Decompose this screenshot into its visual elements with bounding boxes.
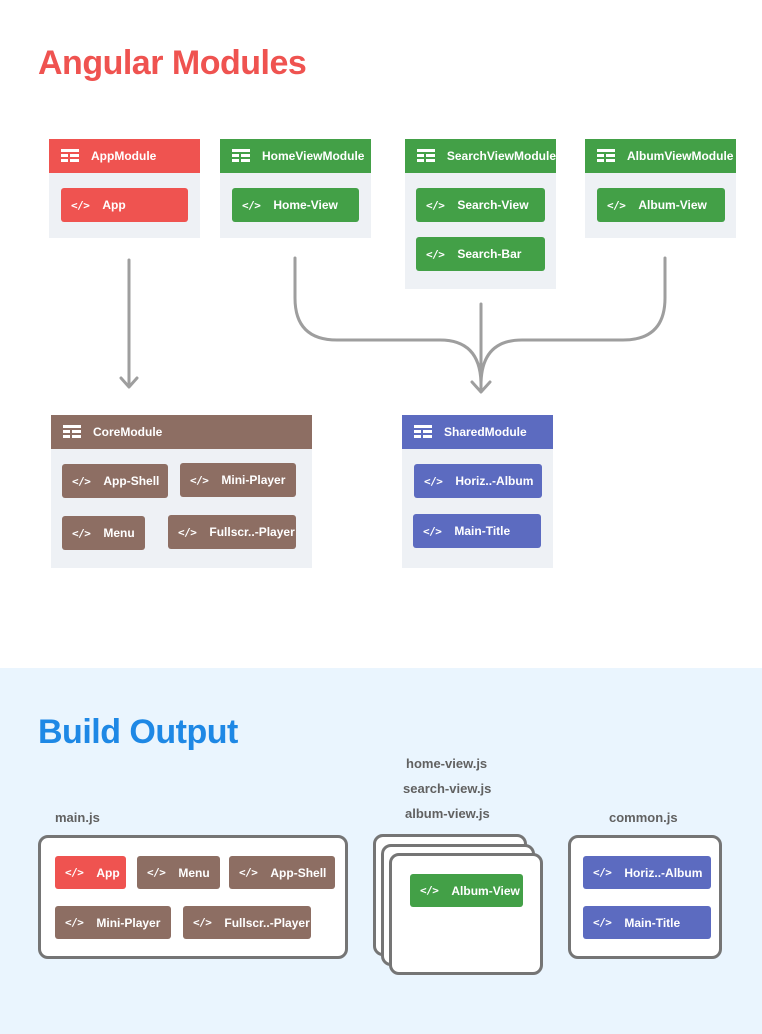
searchview-module: SearchViewModule </> Search-View </> Searc…	[405, 139, 556, 289]
shared-module-header: SharedModule	[402, 415, 553, 449]
component-label: Search-View	[457, 198, 529, 212]
code-icon: </>	[593, 916, 612, 929]
home-to-shared-arrow-line	[293, 256, 483, 387]
module-name: SearchViewModule	[446, 149, 556, 163]
bundle-component-app-shell: </> App-Shell	[229, 856, 335, 889]
component-label: Album-View	[451, 883, 520, 898]
component-label: App-Shell	[270, 865, 327, 880]
component-horiz-album: </> Horiz..-Album	[414, 464, 542, 498]
component-label: Main-Title	[624, 915, 681, 930]
component-label: App-Shell	[103, 474, 160, 488]
component-menu: </> Menu	[62, 516, 145, 550]
shared-arrowhead	[470, 380, 492, 394]
main-js-label: main.js	[55, 810, 100, 825]
albumview-module-header: AlbumViewModule	[585, 139, 736, 173]
code-icon: </>	[65, 866, 84, 879]
bundle-component-album-view: </> Album-View	[410, 874, 523, 907]
code-icon: </>	[239, 866, 258, 879]
code-icon: </>	[426, 198, 445, 212]
bundle-component-horiz-album: </> Horiz..-Album	[583, 856, 711, 889]
component-label: Horiz..-Album	[624, 865, 703, 880]
bundle-component-fullscreen-player: </> Fullscr..-Player	[183, 906, 311, 939]
code-icon: </>	[420, 884, 439, 897]
component-search-view: </> Search-View	[416, 188, 545, 222]
search-view-js-label: search-view.js	[403, 781, 492, 796]
main-js-bundle: </> App </> Menu </> App-Shell </> Mini-Play…	[38, 835, 348, 959]
core-module-header: CoreModule	[51, 415, 312, 449]
album-view-js-bundle: </> Album-View	[389, 853, 543, 975]
code-icon: </>	[147, 866, 166, 879]
code-icon: </>	[178, 525, 197, 539]
code-icon: </>	[193, 916, 212, 929]
component-label: Mini-Player	[221, 473, 286, 487]
component-home-view: </> Home-View	[232, 188, 359, 222]
code-icon: </>	[71, 198, 90, 212]
album-to-shared-arrow-line	[479, 256, 667, 387]
code-icon: </>	[593, 866, 612, 879]
build-output-title: Build Output	[38, 713, 238, 751]
code-icon: </>	[65, 916, 84, 929]
component-app: </> App	[61, 188, 188, 222]
bundle-component-menu: </> Menu	[137, 856, 220, 889]
module-icon	[232, 149, 250, 163]
app-module-header: AppModule	[49, 139, 200, 173]
component-label: App	[102, 198, 126, 212]
code-icon: </>	[242, 198, 261, 212]
module-name: AlbumViewModule	[627, 149, 734, 163]
homeview-module-header: HomeViewModule	[220, 139, 371, 173]
component-label: Search-Bar	[457, 247, 522, 261]
component-label: Menu	[178, 865, 210, 880]
album-view-js-label: album-view.js	[405, 806, 490, 821]
homeview-module: HomeViewModule </> Home-View	[220, 139, 371, 238]
component-label: Fullscr..-Player	[209, 525, 295, 539]
component-label: Album-View	[638, 198, 707, 212]
dependency-arrows	[119, 256, 667, 394]
component-label: Menu	[103, 526, 135, 540]
bundle-component-app: </> App	[55, 856, 126, 889]
component-fullscreen-player: </> Fullscr..-Player	[168, 515, 296, 549]
component-search-bar: </> Search-Bar	[416, 237, 545, 271]
albumview-module: AlbumViewModule </> Album-View	[585, 139, 736, 238]
common-js-label: common.js	[609, 810, 678, 825]
home-view-js-label: home-view.js	[406, 756, 488, 771]
code-icon: </>	[423, 524, 442, 538]
app-to-core-arrowhead	[119, 376, 139, 389]
code-icon: </>	[72, 526, 91, 540]
module-icon	[597, 149, 615, 163]
module-icon	[414, 425, 432, 439]
shared-module: SharedModule </> Horiz..-Album </> Main-Ti…	[402, 415, 553, 568]
common-js-bundle: </> Horiz..-Album </> Main-Title	[568, 835, 722, 959]
component-app-shell: </> App-Shell	[62, 464, 168, 498]
component-label: Mini-Player	[96, 915, 161, 930]
module-name: CoreModule	[93, 425, 163, 439]
component-label: Fullscr..-Player	[224, 915, 310, 930]
component-label: App	[96, 865, 120, 880]
modules-title: Angular Modules	[38, 44, 307, 82]
component-label: Horiz..-Album	[455, 474, 534, 488]
module-icon	[61, 149, 79, 163]
bundle-component-main-title: </> Main-Title	[583, 906, 711, 939]
module-name: AppModule	[91, 149, 157, 163]
module-icon	[417, 149, 435, 163]
component-mini-player: </> Mini-Player	[180, 463, 296, 497]
app-module: AppModule </> App	[49, 139, 200, 238]
code-icon: </>	[190, 473, 209, 487]
code-icon: </>	[424, 474, 443, 488]
code-icon: </>	[607, 198, 626, 212]
searchview-module-header: SearchViewModule	[405, 139, 556, 173]
module-name: HomeViewModule	[262, 149, 365, 163]
component-label: Home-View	[273, 198, 338, 212]
module-name: SharedModule	[444, 425, 527, 439]
code-icon: </>	[426, 247, 445, 261]
component-main-title: </> Main-Title	[413, 514, 541, 548]
component-album-view: </> Album-View	[597, 188, 725, 222]
core-module: CoreModule </> App-Shell </> Mini-Player <…	[51, 415, 312, 568]
module-icon	[63, 425, 81, 439]
bundle-component-mini-player: </> Mini-Player	[55, 906, 171, 939]
component-label: Main-Title	[454, 524, 511, 538]
code-icon: </>	[72, 474, 91, 488]
